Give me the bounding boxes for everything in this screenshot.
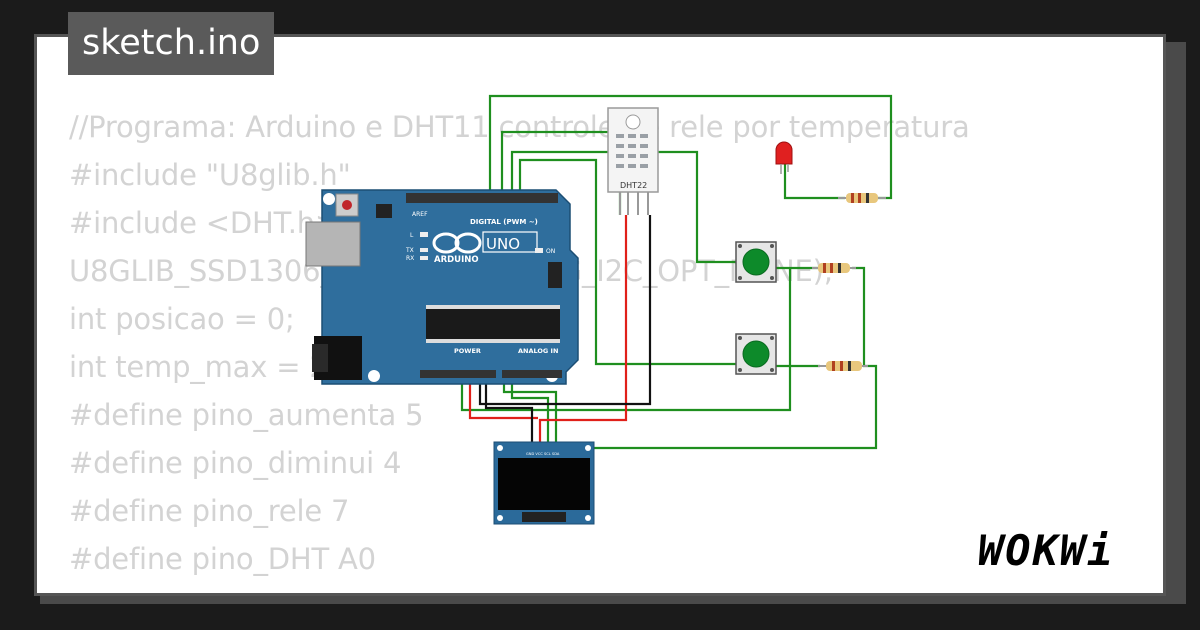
code-line: #define pino_diminui 4 xyxy=(69,446,402,480)
power-header-label: POWER xyxy=(454,347,481,355)
aref-label: AREF xyxy=(412,211,428,218)
analog-header-label: ANALOG IN xyxy=(518,347,558,355)
led-l-label: L xyxy=(410,232,414,239)
wire-vcc-dht xyxy=(538,215,628,448)
code-line: #define pino_rele 7 xyxy=(69,494,350,528)
board-name: UNO xyxy=(486,235,520,253)
wire-button1 xyxy=(510,150,738,264)
resistor-led xyxy=(838,193,886,203)
arduino-uno-board[interactable]: DIGITAL (PWM ~) AREF UNO ARDUINO L TX RX… xyxy=(305,189,579,385)
digital-header-label: DIGITAL (PWM ~) xyxy=(470,218,538,226)
tx-label: TX xyxy=(405,247,414,254)
pushbutton-decrease[interactable] xyxy=(735,333,777,375)
wire-oled-scl xyxy=(510,382,550,448)
code-line: int posicao = 0; xyxy=(69,302,295,336)
usb-port xyxy=(305,221,361,267)
file-title[interactable]: sketch.ino xyxy=(68,12,275,75)
dht-label: DHT22 xyxy=(620,181,647,190)
code-line: #define pino_DHT A0 xyxy=(69,542,376,576)
code-line: #include "U8glib.h" xyxy=(69,158,351,192)
wire-led-gnd xyxy=(783,164,845,200)
power-header xyxy=(420,370,496,378)
on-label: ON xyxy=(546,248,555,255)
wire-button2 xyxy=(518,158,738,366)
wire-led-top xyxy=(488,94,893,200)
oled-display[interactable]: GND VCC SCL SDA xyxy=(493,441,595,525)
wire-res-rail xyxy=(560,266,878,450)
oled-screen xyxy=(498,458,590,510)
code-line: #define pino_aumenta 5 xyxy=(69,398,424,432)
pushbutton-increase[interactable] xyxy=(735,241,777,283)
wokwi-logo: WOKWi xyxy=(978,525,1148,577)
resistor-button2 xyxy=(818,361,868,371)
code-line: #define DHTTYPE DHT11 xyxy=(69,583,970,593)
analog-header xyxy=(502,370,562,378)
dht22-sensor[interactable]: DHT22 xyxy=(607,107,659,215)
atmega-chip xyxy=(426,308,560,340)
rx-label: RX xyxy=(406,255,414,262)
oled-pin-labels: GND VCC SCL SDA xyxy=(526,452,560,456)
wire-gnd-oled xyxy=(484,382,534,448)
wokwi-brand: WOKWi xyxy=(978,526,1115,575)
board-brand: ARDUINO xyxy=(434,255,479,265)
wire-gnd-dht xyxy=(478,215,652,406)
wire-vcc-oled xyxy=(468,382,538,420)
red-led[interactable] xyxy=(775,141,793,174)
resistor-button1 xyxy=(812,263,856,273)
arduino-logo-icon xyxy=(432,232,482,254)
digital-header xyxy=(406,193,558,203)
